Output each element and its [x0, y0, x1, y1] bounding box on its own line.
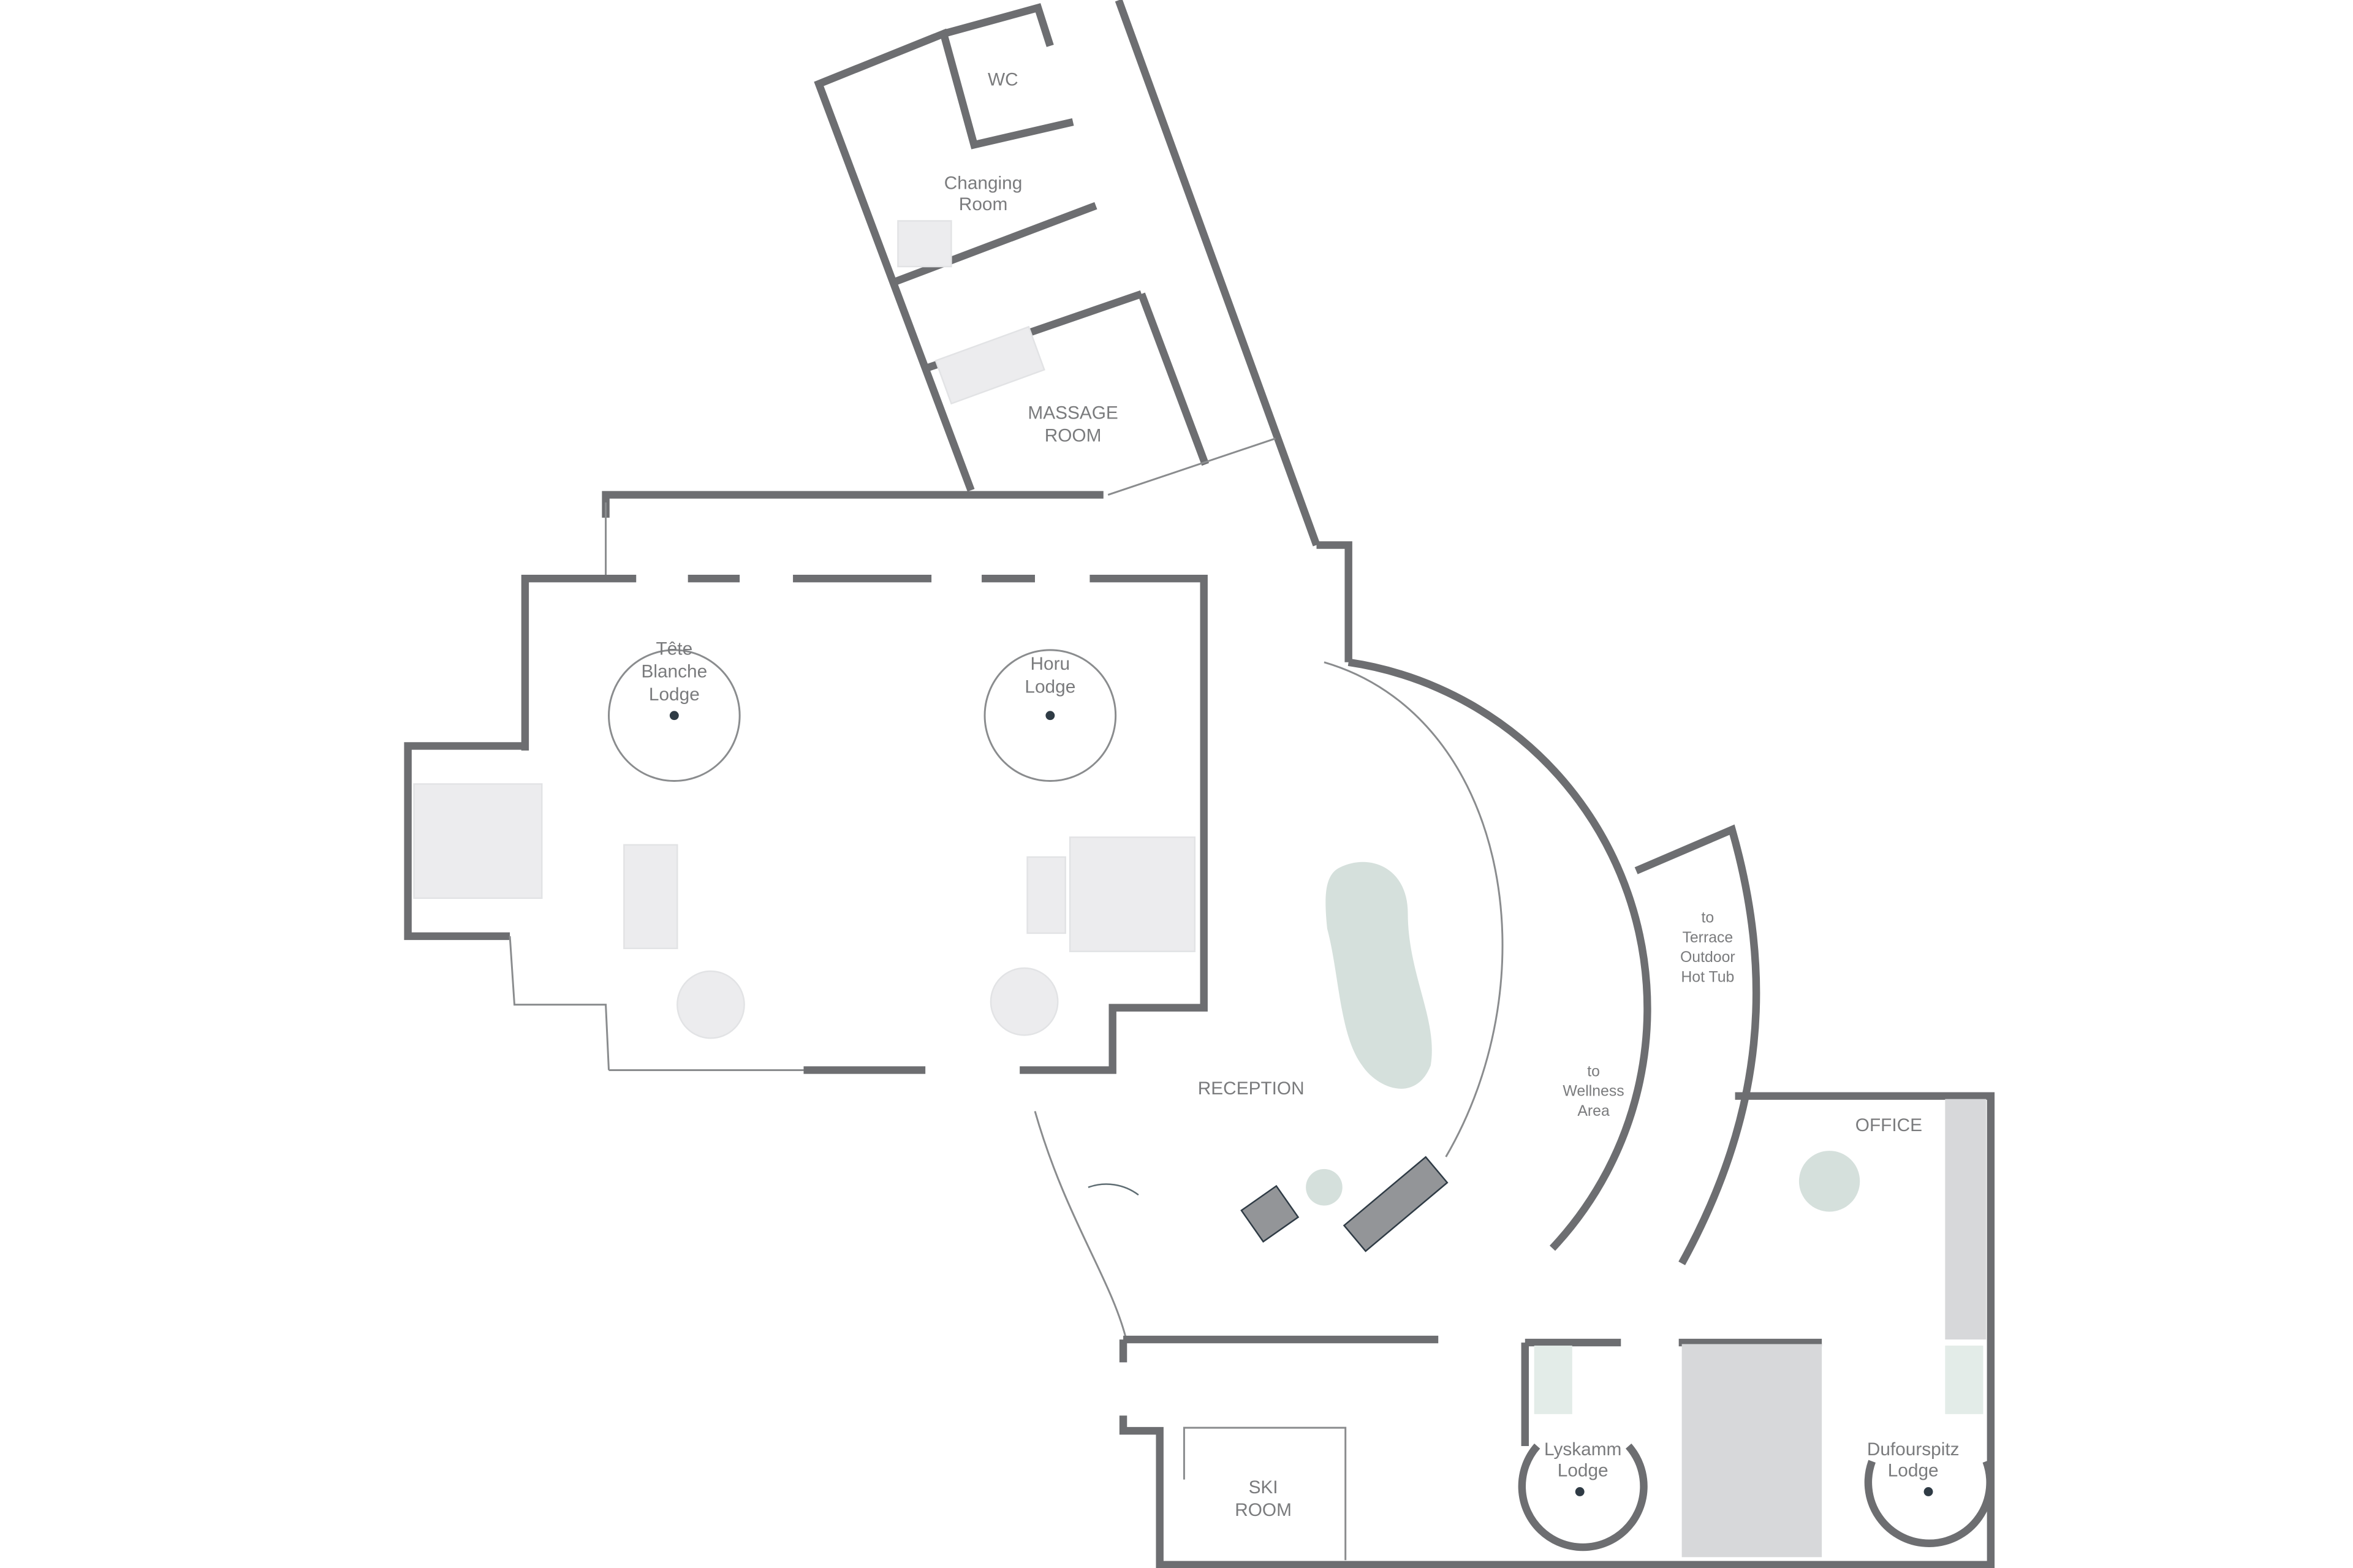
reception-walls: [1034, 658, 1760, 1340]
south-block-walls: [1119, 1092, 1995, 1568]
massage-table: [934, 325, 1045, 405]
west-block-walls: [404, 491, 1208, 1074]
lift: [1681, 1344, 1822, 1558]
bench: [623, 844, 678, 949]
pond: [1325, 862, 1432, 1089]
spiral-staircase: [608, 649, 741, 782]
label-wc: WC: [988, 69, 1018, 89]
toilet-icon: [897, 220, 952, 268]
bed: [413, 783, 543, 900]
spiral-staircase: [983, 649, 1117, 782]
table: [676, 970, 745, 1039]
wellness-wing-walls: [814, 0, 1352, 662]
table: [990, 967, 1059, 1036]
sofa: [1343, 1156, 1449, 1252]
side-table: [1306, 1168, 1343, 1206]
bed: [1069, 836, 1196, 952]
label-reception: RECEPTION: [1198, 1078, 1305, 1099]
office-table: [1798, 1151, 1860, 1212]
bench: [1026, 856, 1066, 934]
label-office: OFFICE: [1855, 1115, 1922, 1135]
kitchenette: [1945, 1099, 1987, 1340]
armchair: [1240, 1184, 1300, 1243]
